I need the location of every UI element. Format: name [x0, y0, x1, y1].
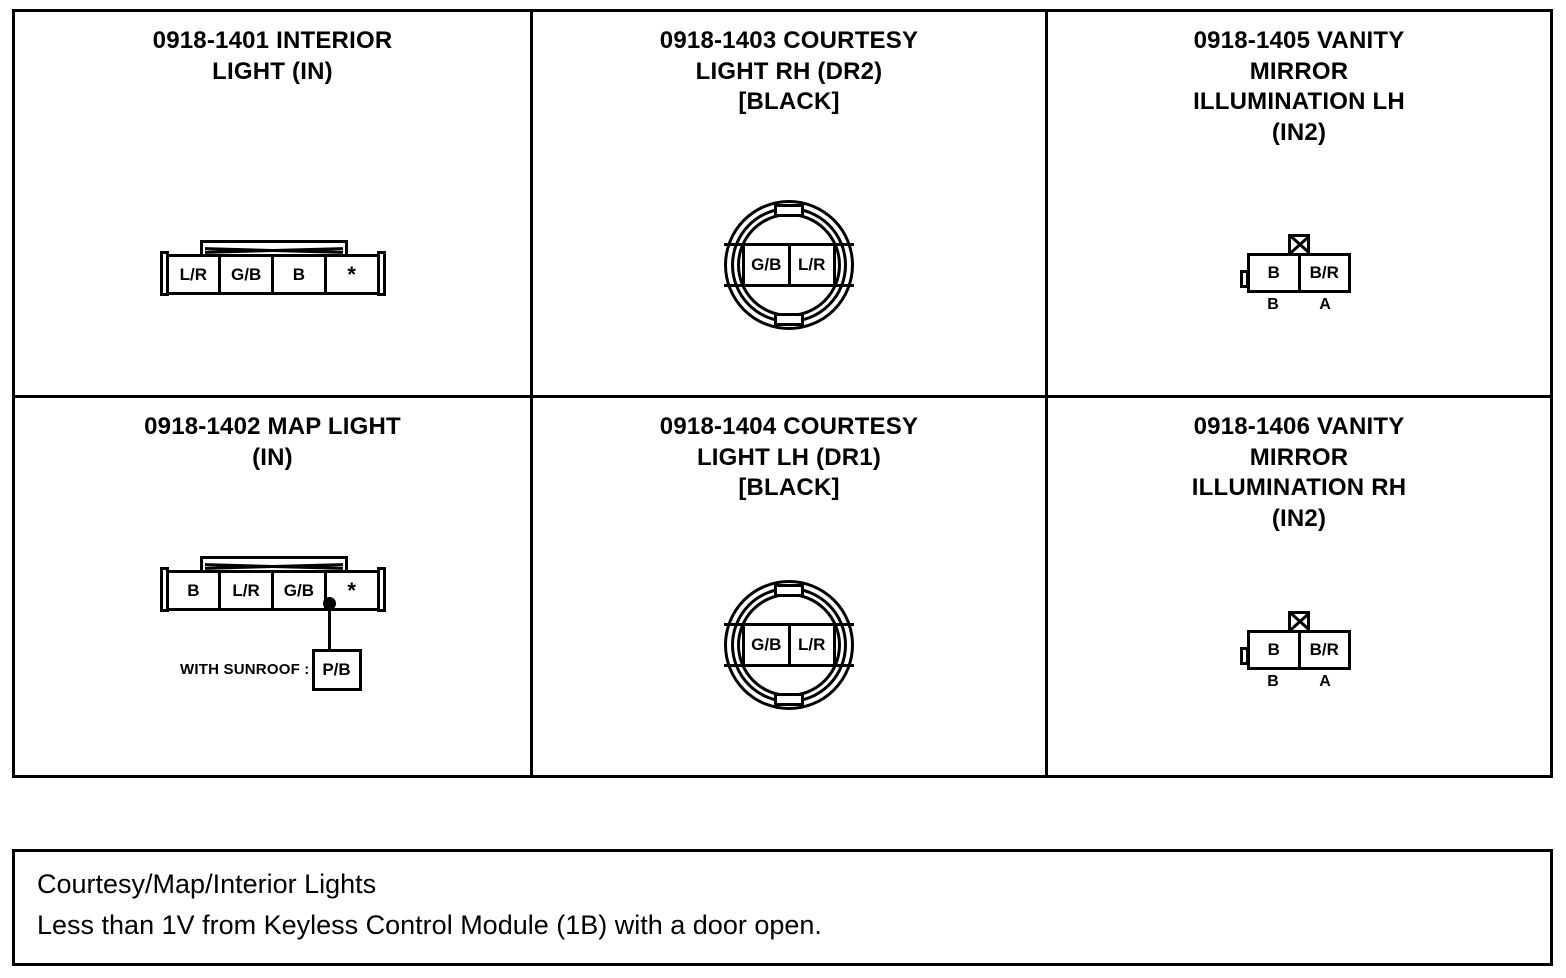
- rect-2pin-keyed-connector: B B/R B A: [1240, 611, 1358, 691]
- map-light-assembly: B L/R G/B * WITH SUNROOF : P/B: [159, 556, 386, 691]
- pin-id: B: [1267, 296, 1279, 313]
- note-line-detail: Less than 1V from Keyless Control Module…: [37, 910, 822, 941]
- keyway-tab-top-icon: [774, 204, 804, 217]
- pin-cell: L/R: [798, 635, 826, 654]
- keyway-tab-top-icon: [774, 584, 804, 597]
- pin-body: B B/R: [1247, 630, 1351, 670]
- pin-body: B B/R: [1247, 253, 1351, 293]
- sunroof-wire-box: P/B: [311, 649, 362, 691]
- pin-body: G/B L/R: [742, 623, 836, 667]
- connector-art-0918-1406: B B/R B A: [1048, 611, 1550, 691]
- pin-cell: G/B: [221, 257, 274, 292]
- pin-cell: B: [1250, 633, 1301, 667]
- note-line-title: Courtesy/Map/Interior Lights: [37, 869, 377, 899]
- pin-cell: B: [1250, 256, 1301, 290]
- connector-cell-0918-1402: 0918-1402 MAP LIGHT(IN) B L/R G/B *: [15, 395, 530, 775]
- pin-cell: G/B: [745, 246, 791, 284]
- asterisk-icon: *: [347, 577, 356, 603]
- pin-cell: G/B: [745, 626, 791, 664]
- round-2pin-connector: G/B L/R: [724, 580, 854, 710]
- pin-cell: B: [274, 257, 327, 292]
- splice-dot-icon: [322, 597, 336, 610]
- pin-cell: B/R: [1309, 263, 1339, 282]
- pin-body: G/B L/R: [742, 243, 836, 287]
- keyway-tab-bottom-icon: [774, 693, 804, 706]
- latch-tab-icon: [199, 556, 348, 573]
- pin-cell: *: [327, 257, 377, 292]
- ring-outer-icon: [724, 580, 854, 710]
- connector-art-0918-1402: B L/R G/B * WITH SUNROOF : P/B: [15, 556, 530, 691]
- connector-art-0918-1401: L/R G/B B *: [15, 240, 530, 298]
- pin-cell: *: [327, 573, 377, 608]
- keyway-tab-bottom-icon: [774, 313, 804, 326]
- ring-outer-icon: [724, 200, 854, 330]
- asterisk-icon: *: [347, 261, 356, 287]
- pin-id-row: B A: [1247, 296, 1351, 314]
- round-2pin-connector: G/B L/R: [724, 200, 854, 330]
- pin-body: L/R G/B B *: [165, 254, 380, 295]
- rect-4pin-connector: L/R G/B B *: [159, 240, 386, 298]
- pin-cell: L/R: [221, 573, 274, 608]
- pin-id: A: [1319, 296, 1331, 313]
- pin-id: B: [1267, 673, 1279, 690]
- pin-cell: G/B: [274, 573, 327, 608]
- pin-body: B L/R G/B *: [165, 570, 380, 611]
- connector-art-0918-1405: B B/R B A: [1048, 234, 1550, 314]
- connector-art-0918-1403: G/B L/R: [533, 200, 1045, 330]
- pin-cell: L/R: [169, 257, 222, 292]
- rect-4pin-connector: B L/R G/B *: [159, 556, 386, 614]
- connector-art-0918-1404: G/B L/R: [533, 580, 1045, 710]
- cell-title: 0918-1402 MAP LIGHT(IN): [144, 413, 401, 471]
- latch-tab-icon: [199, 240, 348, 257]
- pin-cell: B/R: [1309, 640, 1339, 659]
- with-sunroof-label: WITH SUNROOF :: [180, 661, 310, 678]
- pin-cell: B: [169, 573, 222, 608]
- pin-cell: L/R: [798, 255, 826, 274]
- rect-2pin-keyed-connector: B B/R B A: [1240, 234, 1358, 314]
- pin-id-row: B A: [1247, 673, 1351, 691]
- drop-wire-line: [327, 606, 331, 655]
- pin-id: A: [1319, 673, 1331, 690]
- note-box: Courtesy/Map/Interior Lights Less than 1…: [12, 849, 1553, 966]
